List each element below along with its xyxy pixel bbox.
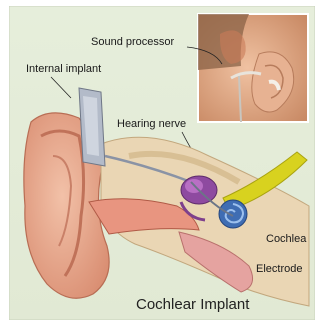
label-hearing-nerve: Hearing nerve [117,118,186,130]
cochlea [219,200,247,228]
label-internal-implant: Internal implant [26,63,101,75]
label-electrode: Electrode [256,263,302,275]
inset-head-view [198,14,308,122]
label-cochlea: Cochlea [266,233,306,245]
label-sound-processor: Sound processor [91,36,174,48]
diagram-caption: Cochlear Implant [136,296,249,313]
